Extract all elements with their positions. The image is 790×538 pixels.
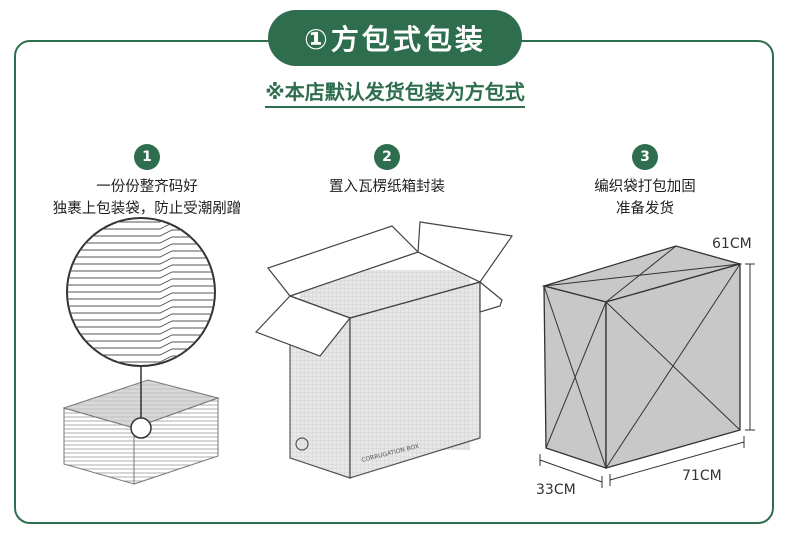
depth-dimension-line bbox=[539, 459, 603, 483]
recycle-icon bbox=[295, 437, 309, 451]
woven-bag-illustration bbox=[539, 245, 755, 488]
height-dimension-label: 61CM bbox=[712, 236, 752, 252]
step-3: 3 编织袋打包加固 准备发货 bbox=[520, 144, 770, 220]
board-line bbox=[67, 327, 215, 335]
width-dimension-line bbox=[609, 441, 745, 481]
step-3-line2: 准备发货 bbox=[616, 201, 674, 217]
step-2: 2 置入瓦楞纸箱封装 bbox=[262, 144, 512, 198]
board-line bbox=[67, 250, 215, 258]
board-line bbox=[67, 306, 215, 314]
step-2-line1: 置入瓦楞纸箱封装 bbox=[329, 179, 445, 195]
step-3-number: 3 bbox=[632, 144, 658, 170]
step-1: 1 一份份整齐码好 独裹上包装袋，防止受潮剐蹭 bbox=[22, 144, 272, 220]
step-3-line1: 编织袋打包加固 bbox=[594, 179, 696, 195]
board-line bbox=[67, 285, 215, 293]
stacked-boards-illustration bbox=[62, 217, 220, 485]
board-line bbox=[67, 271, 215, 279]
section-title: ①方包式包装 bbox=[268, 10, 522, 66]
board-line bbox=[67, 257, 215, 265]
board-line bbox=[67, 278, 215, 286]
step-2-number: 2 bbox=[374, 144, 400, 170]
board-line bbox=[67, 320, 215, 328]
step-1-line2: 独裹上包装袋，防止受潮剐蹭 bbox=[52, 201, 242, 217]
board-line bbox=[67, 292, 215, 300]
board-line bbox=[67, 264, 215, 272]
step-1-line1: 一份份整齐码好 bbox=[96, 179, 198, 195]
section-subtitle: ※本店默认发货包装为方包式 bbox=[0, 76, 790, 108]
depth-dimension-label: 33CM bbox=[536, 482, 576, 498]
step-1-number: 1 bbox=[134, 144, 160, 170]
board-line bbox=[67, 313, 215, 321]
board-line bbox=[67, 299, 215, 307]
corrugated-box-illustration: CORRUGATION BOX bbox=[254, 221, 514, 479]
board-line bbox=[67, 334, 215, 342]
width-dimension-label: 71CM bbox=[682, 468, 722, 484]
